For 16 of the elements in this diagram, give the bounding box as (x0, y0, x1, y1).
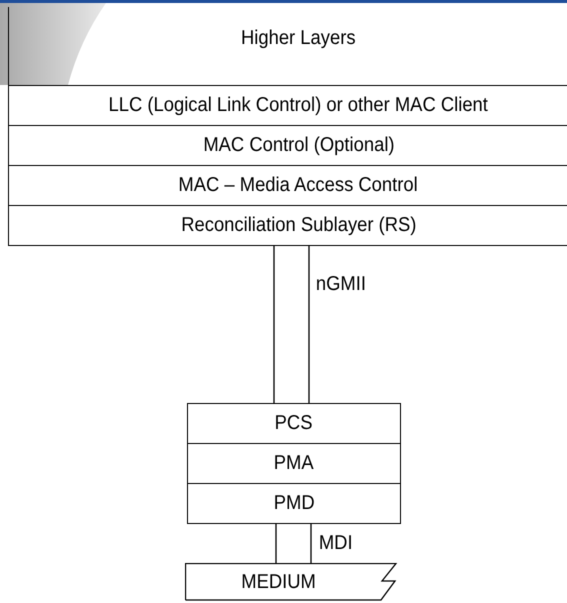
layer-name: Reconciliation Sublayer (RS) (180, 214, 416, 237)
layer-name: PCS (275, 412, 313, 435)
layer-name: Higher Layers (241, 26, 356, 50)
layer-name: MAC – Media Access Control (178, 174, 418, 197)
interface-channel (273, 245, 310, 404)
layer-box (187, 483, 401, 524)
layer-name: LLC (Logical Link Control) or other MAC Client (108, 94, 488, 117)
medium-shape (185, 563, 400, 601)
layer-box (187, 403, 401, 444)
layer-name: PMA (274, 452, 314, 475)
layer-name: MAC Control (Optional) (202, 134, 394, 157)
layer-box (8, 205, 567, 246)
layer-name: MEDIUM (241, 570, 316, 594)
layer-name: PMD (274, 492, 314, 515)
layer-box (187, 443, 401, 484)
interface-channel (275, 523, 312, 564)
